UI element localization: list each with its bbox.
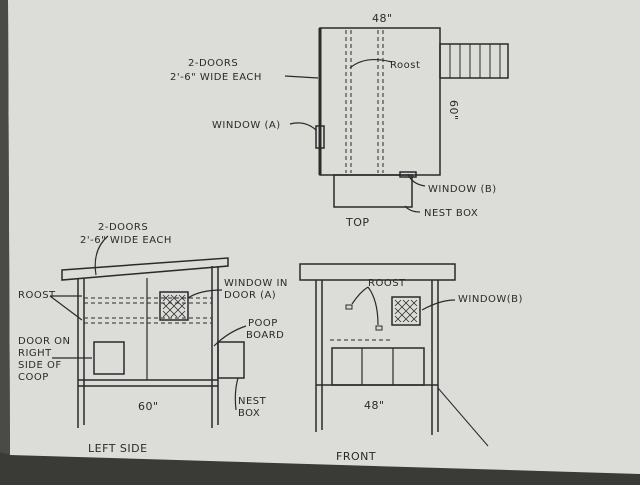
left-view-label: LEFT SIDE — [88, 442, 148, 455]
front-width-label: 48" — [364, 399, 385, 412]
left-width-label: 60" — [138, 400, 159, 413]
paper — [8, 0, 640, 474]
left-roost-label: ROOST — [18, 290, 56, 301]
left-door-label-3: SIDE OF — [18, 360, 62, 371]
front-shadow-line — [437, 387, 489, 447]
front-roost-end — [345, 304, 353, 310]
front-roof — [299, 263, 456, 281]
top-window-a — [315, 125, 325, 149]
left-window-a — [159, 291, 189, 321]
left-poop-label-1: POOP — [248, 318, 278, 329]
left-poop-label-2: BOARD — [246, 330, 284, 341]
top-view-label: TOP — [345, 216, 370, 229]
front-view — [299, 263, 489, 447]
left-nest-label-1: NEST — [238, 396, 267, 407]
front-nest-boxes — [331, 347, 425, 386]
left-side-door — [93, 341, 125, 375]
left-view — [49, 235, 247, 428]
top-doors-label-1: 2-DOORS — [188, 58, 238, 69]
top-window-b-label: WINDOW (B) — [428, 184, 497, 195]
top-doors-label-2: 2'-6" WIDE EACH — [170, 72, 262, 83]
front-roost-end — [375, 325, 383, 331]
left-window-label-2: DOOR (A) — [224, 290, 276, 301]
front-window-label: WINDOW(B) — [458, 294, 523, 305]
table-edge — [0, 0, 10, 455]
left-door-label-1: DOOR ON — [18, 336, 70, 347]
left-nest-box — [217, 341, 245, 379]
left-window-label-1: WINDOW IN — [224, 278, 288, 289]
left-door-label-2: RIGHT — [18, 348, 52, 359]
left-roof — [61, 257, 229, 281]
front-view-label: FRONT — [336, 450, 376, 463]
left-doors-label-1: 2-DOORS — [98, 222, 148, 233]
top-ramp — [439, 43, 509, 79]
top-nest-box — [333, 174, 413, 208]
top-nest-box-label: NEST BOX — [424, 208, 478, 219]
left-nest-label-2: BOX — [238, 408, 260, 419]
left-door-label-4: COOP — [18, 372, 49, 383]
top-roost-label: Roost — [390, 60, 420, 71]
top-view — [284, 27, 509, 213]
top-width-label: 48" — [372, 12, 393, 25]
top-window-a-label: WINDOW (A) — [212, 120, 281, 131]
front-roost-label: ROOST — [368, 278, 406, 289]
top-depth-label: 60" — [447, 100, 460, 121]
left-doors-label-2: 2'-6" WIDE EACH — [80, 235, 172, 246]
front-window-b — [391, 296, 421, 326]
